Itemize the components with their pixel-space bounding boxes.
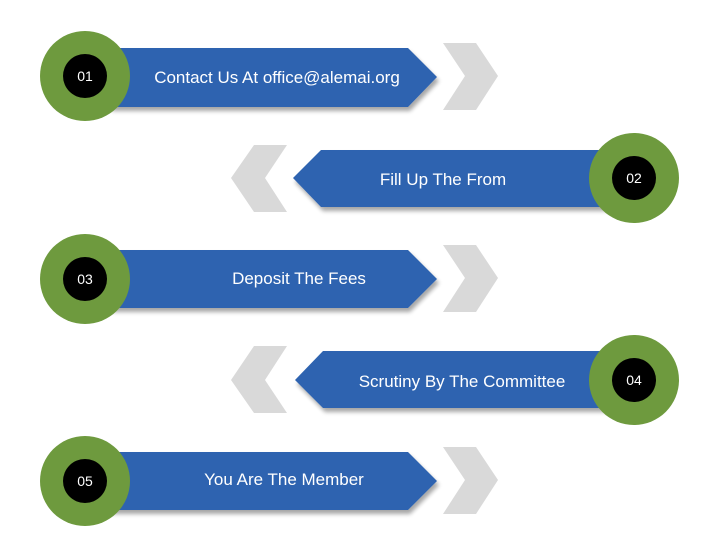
step-5-inner-circle — [63, 459, 107, 503]
step-2-band — [293, 150, 610, 207]
step-1-band — [110, 48, 437, 107]
step-1: 01 Contact Us At office@alemai.org — [40, 31, 498, 121]
step-2: 02 Fill Up The From — [231, 133, 679, 223]
step-5: 05 You Are The Member — [40, 436, 498, 526]
step-4-inner-circle — [612, 358, 656, 402]
step-4-label: Scrutiny By The Committee — [359, 372, 566, 391]
step-1-number: 01 — [77, 68, 93, 84]
step-5-label: You Are The Member — [204, 470, 364, 489]
step-1-label: Contact Us At office@alemai.org — [154, 68, 400, 87]
step-2-inner-circle — [612, 156, 656, 200]
step-4-chevron-icon — [231, 346, 287, 413]
step-3-inner-circle — [63, 257, 107, 301]
step-4: 04 Scrutiny By The Committee — [231, 335, 679, 425]
step-5-number: 05 — [77, 473, 93, 489]
step-1-chevron-icon — [443, 43, 498, 110]
step-2-number: 02 — [626, 170, 642, 186]
step-4-number: 04 — [626, 372, 642, 388]
step-3-label: Deposit The Fees — [232, 269, 366, 288]
step-4-band — [295, 351, 610, 408]
step-3-chevron-icon — [443, 245, 498, 312]
step-3: 03 Deposit The Fees — [40, 234, 498, 324]
step-1-inner-circle — [63, 54, 107, 98]
step-2-chevron-icon — [231, 145, 287, 212]
step-3-band — [110, 250, 437, 308]
step-5-chevron-icon — [443, 447, 498, 514]
step-3-number: 03 — [77, 271, 93, 287]
step-2-label: Fill Up The From — [380, 170, 506, 189]
step-5-band — [110, 452, 437, 510]
